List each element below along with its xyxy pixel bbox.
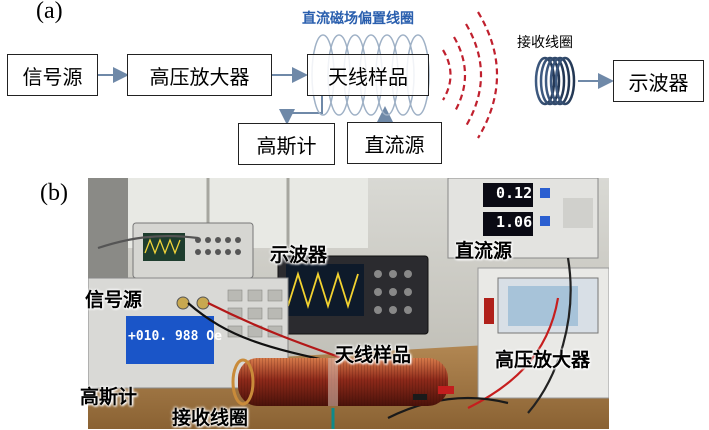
- photo-label-oscilloscope: 示波器: [270, 244, 328, 266]
- psu-voltage-reading: 0.12: [496, 184, 533, 202]
- radiation-waves: [442, 11, 499, 139]
- psu-current-reading: 1.06: [496, 213, 533, 231]
- block-oscilloscope: 示波器: [613, 60, 704, 102]
- arrow-antenna-to-gaussmeter: [279, 96, 323, 125]
- photo-label-antenna-sample: 天线样品: [335, 344, 412, 366]
- experiment-photo: +010. 988 Oe 0.12 1.06: [88, 178, 609, 429]
- panel-a-label: (a): [36, 0, 63, 24]
- panel-b-label: (b): [40, 180, 68, 206]
- photo-label-receive-coil: 接收线圈: [172, 407, 249, 429]
- block-dc-source: 直流源: [347, 122, 442, 164]
- gaussmeter-reading: +010. 988 Oe: [128, 329, 222, 344]
- block-signal-source: 信号源: [7, 54, 98, 96]
- photo-scene: [88, 178, 609, 429]
- photo-label-signal-source: 信号源: [85, 289, 143, 311]
- receive-coil-title: 接收线圈: [517, 35, 573, 51]
- block-antenna-sample: 天线样品: [307, 54, 429, 96]
- block-gaussmeter: 高斯计: [238, 123, 335, 165]
- receive-coil-icon: [534, 56, 576, 106]
- block-hv-amplifier: 高压放大器: [127, 54, 272, 96]
- photo-label-hv-amplifier: 高压放大器: [495, 349, 591, 371]
- photo-label-gaussmeter: 高斯计: [80, 386, 138, 408]
- bias-coil-title: 直流磁场偏置线圈: [302, 11, 414, 27]
- photo-label-dc-source: 直流源: [455, 240, 513, 262]
